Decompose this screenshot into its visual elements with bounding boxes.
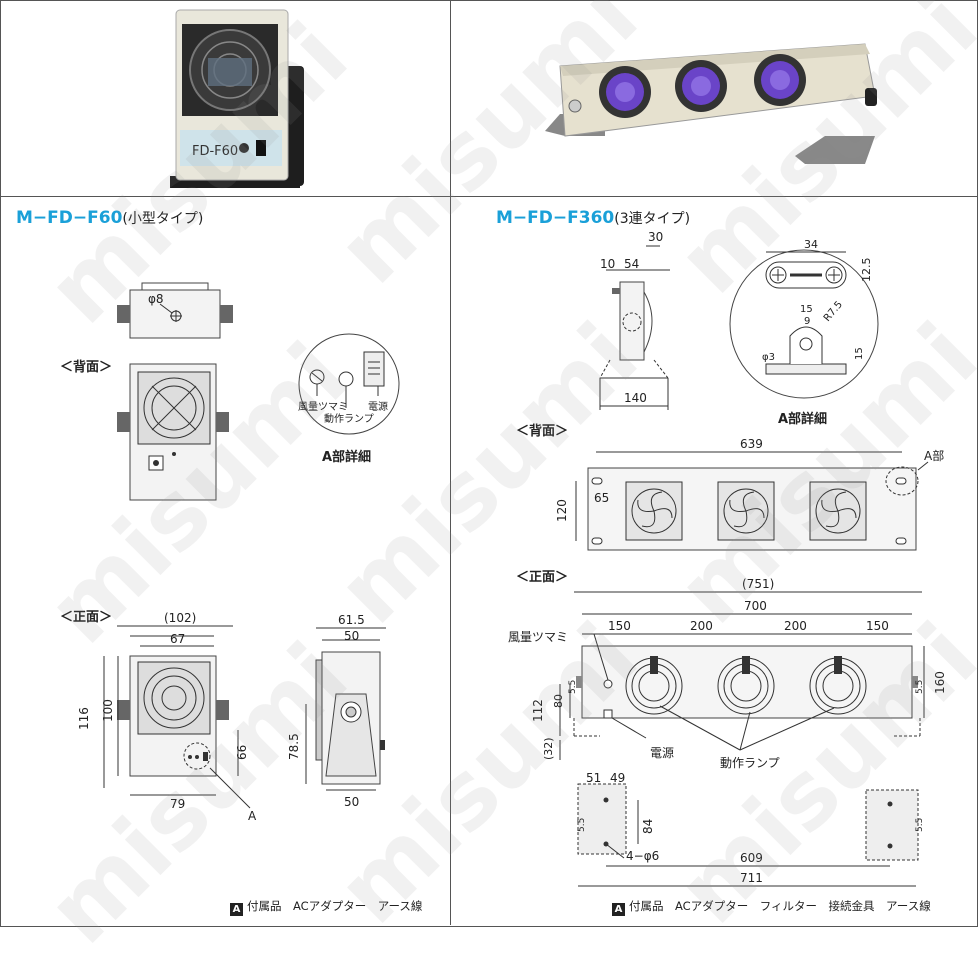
dim-200-b: 200 bbox=[784, 619, 807, 633]
dim-a-bu: A部 bbox=[924, 448, 944, 463]
dim-84: 84 bbox=[641, 819, 655, 834]
left-footer: A 付属品 ACアダプター アース線 bbox=[230, 898, 422, 916]
dim-160: 160 bbox=[933, 671, 947, 694]
left-model-title: M−FD−F60(小型タイプ) bbox=[16, 208, 203, 228]
dim-112: 112 bbox=[531, 699, 545, 722]
dim-15-top: 15 bbox=[800, 304, 813, 315]
dim-54: 54 bbox=[624, 257, 639, 271]
left-view-front: ＜正面＞ bbox=[60, 610, 113, 625]
right-label-lamp: 動作ランプ bbox=[720, 756, 780, 770]
left-footer-mark: A bbox=[230, 903, 243, 916]
right-view-front: ＜正面＞ bbox=[516, 570, 569, 585]
dim-12-5: 12.5 bbox=[860, 258, 873, 283]
right-label-power: 電源 bbox=[650, 746, 675, 760]
dim-67: 67 bbox=[170, 632, 185, 646]
dim-5-5-a: 5.5 bbox=[568, 680, 578, 694]
dim-102: (102) bbox=[164, 611, 196, 625]
dim-711: 711 bbox=[740, 871, 763, 885]
dim-51: 51 bbox=[586, 771, 601, 785]
left-footer-text: 付属品 ACアダプター アース線 bbox=[247, 899, 423, 913]
dim-61-5: 61.5 bbox=[338, 613, 365, 627]
dim-10: 10 bbox=[600, 257, 615, 271]
dim-9: 9 bbox=[804, 316, 810, 327]
dim-609: 609 bbox=[740, 851, 763, 865]
fd-f60-photo: FD-F60 bbox=[170, 9, 304, 188]
left-drawings: φ8 (102) 67 116 100 66 79 A bbox=[77, 282, 400, 823]
dim-150-a: 150 bbox=[608, 619, 631, 633]
left-detail-label-knob: 風量ツマミ bbox=[298, 402, 348, 413]
right-label-knob: 風量ツマミ bbox=[508, 630, 569, 644]
dim-751: (751) bbox=[742, 577, 774, 591]
dim-phi3: φ3 bbox=[762, 352, 775, 363]
left-model-subtitle: (小型タイプ) bbox=[122, 211, 204, 227]
dim-A-marker: A bbox=[248, 809, 257, 823]
dim-49: 49 bbox=[610, 771, 625, 785]
photo-model-label: FD-F60 bbox=[192, 144, 238, 159]
right-model-code: M−FD−F360 bbox=[496, 208, 615, 228]
left-detail-title: A部詳細 bbox=[322, 450, 372, 465]
right-footer: A 付属品 ACアダプター フィルター 接続金具 アース線 bbox=[612, 898, 931, 916]
column-divider bbox=[450, 0, 451, 925]
right-drawings: 30 10 54 140 34 12.5 15 9 R7.5 φ3 15 639… bbox=[531, 230, 947, 887]
dim-30: 30 bbox=[648, 230, 663, 244]
dim-116: 116 bbox=[77, 707, 91, 730]
dim-32: (32) bbox=[542, 737, 555, 760]
dim-5-5-d: 5.5 bbox=[915, 818, 925, 832]
right-model-subtitle: (3連タイプ) bbox=[614, 211, 691, 227]
dim-34: 34 bbox=[804, 238, 818, 251]
right-footer-mark: A bbox=[612, 903, 625, 916]
fd-f360-photo bbox=[545, 43, 877, 164]
right-footer-text: 付属品 ACアダプター フィルター 接続金具 アース線 bbox=[629, 899, 931, 913]
left-detail-label-lamp: 動作ランプ bbox=[324, 414, 374, 425]
dim-150-b: 150 bbox=[866, 619, 889, 633]
row-divider bbox=[0, 196, 978, 197]
dim-78-5: 78.5 bbox=[287, 733, 301, 760]
dim-15-side: 15 bbox=[854, 347, 865, 360]
dim-100: 100 bbox=[101, 699, 115, 722]
left-detail-label-power: 電源 bbox=[368, 402, 388, 413]
right-detail-title: A部詳細 bbox=[778, 412, 828, 427]
right-view-back: ＜背面＞ bbox=[516, 424, 569, 439]
dim-66: 66 bbox=[235, 745, 249, 760]
dim-140: 140 bbox=[624, 391, 647, 405]
dim-80: 80 bbox=[552, 694, 565, 708]
dim-639: 639 bbox=[740, 437, 763, 451]
dim-120: 120 bbox=[555, 499, 569, 522]
dim-79: 79 bbox=[170, 797, 185, 811]
dim-200-a: 200 bbox=[690, 619, 713, 633]
left-view-back: ＜背面＞ bbox=[60, 360, 113, 375]
dim-phi8: φ8 bbox=[148, 292, 164, 306]
dim-5-5-b: 5.5 bbox=[915, 680, 925, 694]
dim-700: 700 bbox=[744, 599, 767, 613]
left-model-code: M−FD−F60 bbox=[16, 208, 123, 228]
dim-50-top: 50 bbox=[344, 629, 359, 643]
dim-65: 65 bbox=[594, 491, 609, 505]
right-model-title: M−FD−F360(3連タイプ) bbox=[496, 208, 690, 228]
dim-4-phi6: 4−φ6 bbox=[626, 849, 659, 863]
dim-50-bottom: 50 bbox=[344, 795, 359, 809]
dim-5-5-c: 5.5 bbox=[577, 818, 587, 832]
